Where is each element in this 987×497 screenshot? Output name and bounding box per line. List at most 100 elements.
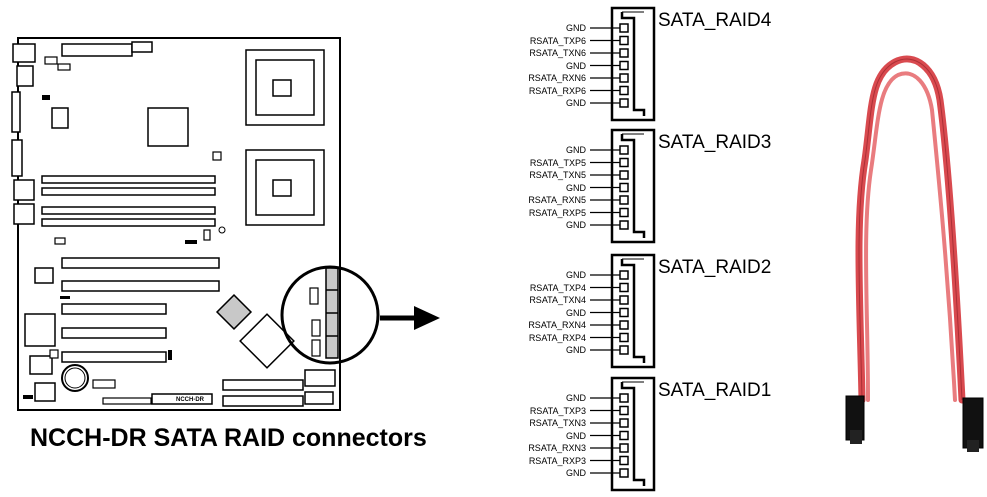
io-port <box>16 65 34 87</box>
pin-label: GND <box>566 220 586 230</box>
pin-contact <box>619 48 629 58</box>
pointer-arrow-head <box>414 306 440 330</box>
ide-connector <box>222 379 304 391</box>
pin-contact <box>619 60 629 71</box>
pin-label: RSATA_TXN3 <box>529 418 586 428</box>
pin-label: RSATA_RXP6 <box>528 85 586 96</box>
pin-label: RSATA_TXN4 <box>529 295 586 305</box>
cpu-socket-2-core <box>272 179 292 197</box>
cable-connector-left-tab <box>850 430 862 444</box>
cable-body-2 <box>864 71 957 402</box>
pin-label: RSATA_TXN6 <box>529 48 586 58</box>
dimm-slot <box>41 206 216 215</box>
connector-sata_raid3 <box>590 128 656 244</box>
connector-sata_raid1 <box>590 376 656 492</box>
pin-contact <box>619 195 629 205</box>
chip <box>29 355 53 375</box>
highlight-circle <box>280 265 380 365</box>
pin-label: RSATA_RXP3 <box>528 455 586 466</box>
pin-contact <box>619 345 629 355</box>
pin-label: RSATA_TXP4 <box>529 282 586 293</box>
pin-label: GND <box>566 182 586 193</box>
small-chip <box>60 296 70 299</box>
header <box>304 391 334 405</box>
pin-contact <box>619 282 629 293</box>
pin-contact <box>619 430 629 441</box>
pin-label: RSATA_TXN5 <box>529 170 586 180</box>
mount-hole <box>218 226 226 234</box>
pin-label: GND <box>566 468 586 478</box>
pin-contact <box>619 405 629 416</box>
pin-label: RSATA_RXN5 <box>528 195 586 205</box>
pin-label: GND <box>566 270 586 280</box>
southbridge-chip <box>215 293 253 331</box>
io-port <box>11 91 21 133</box>
cable-connector-right-tab <box>967 440 979 452</box>
chip <box>24 313 56 347</box>
pin-contact <box>619 85 629 96</box>
pin-label: GND <box>566 23 586 33</box>
pin-contact <box>619 332 629 343</box>
pin-label: RSATA_TXP6 <box>529 35 586 46</box>
connector-sata_raid2 <box>590 253 656 369</box>
small-chip <box>54 237 66 245</box>
header <box>151 393 213 405</box>
pin-contact <box>619 393 629 403</box>
dimm-slot <box>41 218 216 227</box>
battery-inner <box>64 367 86 389</box>
pin-contact <box>619 443 629 453</box>
northbridge <box>147 107 189 147</box>
pin-contact <box>619 157 629 168</box>
pci-slot <box>61 327 167 339</box>
pin-contact <box>619 182 629 193</box>
ide-connector <box>222 395 304 407</box>
small-chip <box>212 151 222 161</box>
pin-contact <box>619 418 629 428</box>
pin-label: GND <box>566 345 586 355</box>
cpu-socket-1-core <box>272 79 292 97</box>
diagram-caption: NCCH-DR SATA RAID connectors <box>30 424 427 452</box>
pin-label: RSATA_TXP5 <box>529 157 586 168</box>
pin-contact <box>619 23 629 33</box>
chip <box>34 382 56 402</box>
pci-slot <box>61 351 167 363</box>
pin-contact <box>619 468 629 478</box>
cable-edge <box>858 58 963 401</box>
io-port <box>13 203 35 225</box>
small-chip <box>311 339 321 357</box>
pin-label: GND <box>566 393 586 403</box>
pin-label: RSATA_RXN6 <box>528 73 586 83</box>
io-port <box>12 43 36 63</box>
pci-slot <box>61 280 220 292</box>
chip <box>34 267 54 284</box>
connector-title: SATA_RAID2 <box>658 257 772 278</box>
sata-raid-controller <box>239 313 295 369</box>
io-port <box>13 179 35 201</box>
pin-contact <box>619 455 629 466</box>
pin-label: RSATA_RXP5 <box>528 207 586 218</box>
header <box>131 41 153 53</box>
small-chip <box>57 63 71 71</box>
small-chip <box>44 56 58 65</box>
pin-label: GND <box>566 307 586 318</box>
connector-title: SATA_RAID3 <box>658 132 772 153</box>
dimm-slot <box>41 187 216 196</box>
io-port <box>11 139 23 177</box>
small-chip <box>185 240 197 244</box>
pin-contact <box>619 170 629 180</box>
pin-label: GND <box>566 60 586 71</box>
pin-contact <box>619 320 629 330</box>
pin-contact <box>619 98 629 108</box>
small-chip <box>309 287 319 305</box>
cable-body <box>855 55 966 404</box>
pin-contact <box>619 35 629 46</box>
board-model-label: NCCH-DR <box>176 397 204 403</box>
header <box>92 379 116 389</box>
pci-slot <box>61 303 167 315</box>
pin-label: RSATA_TXP3 <box>529 405 586 416</box>
pin-label: RSATA_RXN3 <box>528 443 586 453</box>
small-chip <box>49 349 59 359</box>
